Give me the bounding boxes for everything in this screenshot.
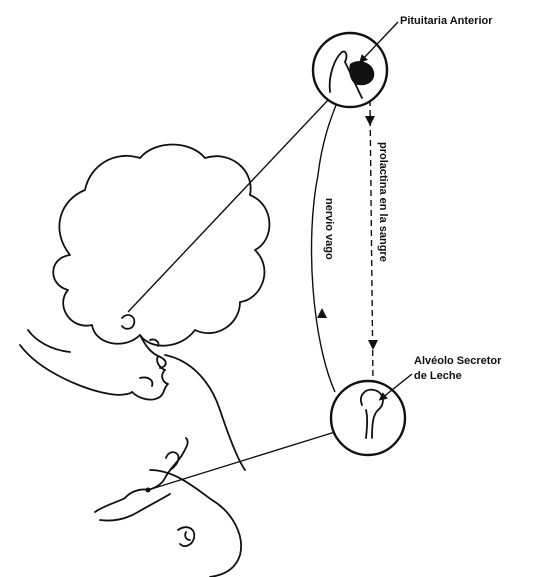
alveolus-circle [331,381,405,455]
blood-prolactin-label: prolactina en la sangre [377,142,389,262]
alveolus-label-line2: de Leche [414,370,462,382]
pituitary-callout [313,22,398,107]
baby-ear [178,527,194,546]
vagus-nerve-arrow [317,308,327,318]
pituitary-label: Pituitaria Anterior [400,15,493,27]
mother-hair [53,145,269,346]
mother-ear [122,315,134,329]
mother-mouth [140,377,152,386]
alveolus-callout [331,374,412,455]
vagus-nerve-label: nervio vago [323,198,335,260]
prolactin-arrow-top [365,116,375,126]
mother-neck [20,330,132,395]
baby-head [150,470,241,577]
mother-figure [20,145,269,471]
alveolus-label-line1: Alvéolo Secretor [414,355,502,367]
brain-to-pituitary-line [128,98,330,312]
baby-cheek [100,494,170,521]
prolactin-arrow-bottom [368,340,378,350]
nipple-to-alveolus-line [148,432,335,490]
baby-figure [95,438,241,577]
alveolus-duct [366,410,367,438]
